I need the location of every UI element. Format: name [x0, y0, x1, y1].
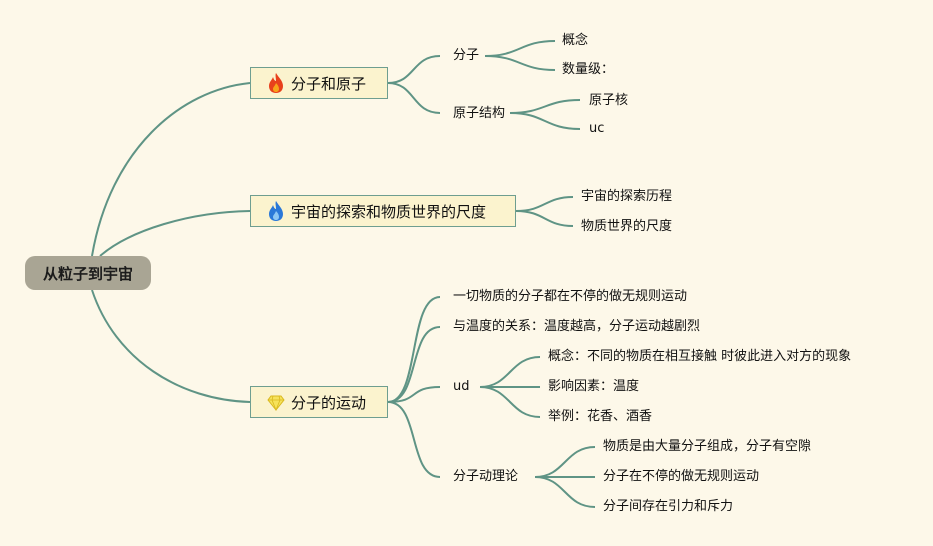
- leaf-kinetic-3[interactable]: 分子间存在引力和斥力: [603, 499, 734, 514]
- leaf-matter-scale[interactable]: 物质世界的尺度: [581, 219, 673, 234]
- topic-label: 分子的运动: [291, 393, 367, 412]
- leaf-diffusion-example[interactable]: 举例：花香、酒香: [548, 409, 653, 424]
- leaf-diffusion-concept[interactable]: 概念：不同的物质在相互接触 时彼此进入对方的现象: [548, 349, 852, 364]
- topic-label: 宇宙的探索和物质世界的尺度: [291, 202, 487, 221]
- subtopic-atom-structure[interactable]: 原子结构: [453, 106, 506, 121]
- leaf-uc[interactable]: uc: [589, 121, 605, 136]
- leaf-kinetic-1[interactable]: 物质是由大量分子组成，分子有空隙: [603, 439, 812, 454]
- topic-molecules-atoms[interactable]: 分子和原子: [250, 67, 388, 99]
- blue-flame-icon: [269, 201, 283, 221]
- subtopic-kinetic-theory[interactable]: 分子动理论: [453, 469, 519, 484]
- leaf-nucleus[interactable]: 原子核: [589, 93, 629, 108]
- diamond-icon: [267, 395, 285, 412]
- topic-label: 分子和原子: [291, 74, 367, 93]
- leaf-concept[interactable]: 概念: [562, 33, 589, 48]
- subtopic-random-motion[interactable]: 一切物质的分子都在不停的做无规则运动: [453, 289, 688, 304]
- leaf-magnitude[interactable]: 数量级：: [562, 62, 615, 77]
- root-topic[interactable]: 从粒子到宇宙: [25, 256, 151, 290]
- subtopic-temperature[interactable]: 与温度的关系：温度越高，分子运动越剧烈: [453, 319, 701, 334]
- leaf-kinetic-2[interactable]: 分子在不停的做无规则运动: [603, 469, 760, 484]
- fire-icon: [269, 73, 283, 93]
- topic-universe-scale[interactable]: 宇宙的探索和物质世界的尺度: [250, 195, 516, 227]
- leaf-diffusion-factor[interactable]: 影响因素：温度: [548, 379, 640, 394]
- root-topic-label: 从粒子到宇宙: [42, 264, 133, 283]
- subtopic-molecule[interactable]: 分子: [453, 48, 480, 63]
- topic-molecular-motion[interactable]: 分子的运动: [250, 386, 388, 418]
- subtopic-ud[interactable]: ud: [453, 379, 470, 394]
- leaf-universe-history[interactable]: 宇宙的探索历程: [581, 189, 673, 204]
